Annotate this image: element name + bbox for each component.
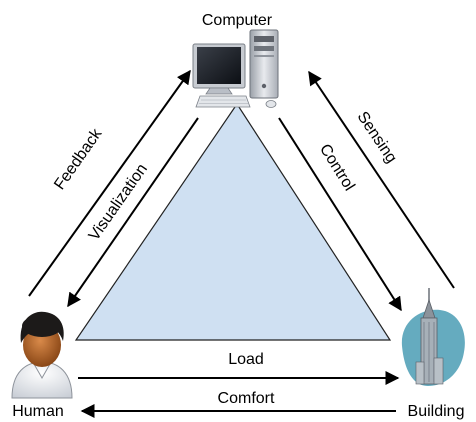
human-label: Human: [12, 403, 64, 420]
feedback-arrow: [28, 69, 191, 297]
desktop-computer-icon: [192, 29, 279, 108]
person-avatar-icon: [11, 311, 73, 399]
sensing-arrow: [308, 70, 455, 289]
central-triangle: [74, 102, 392, 341]
feedback-label: Feedback: [51, 125, 106, 193]
control-arrow: [278, 117, 402, 312]
building-label: Building: [408, 403, 465, 420]
comfort-label: Comfort: [218, 390, 275, 407]
skyscraper-icon: [401, 288, 465, 386]
load-label: Load: [228, 351, 264, 368]
visualization-arrow: [67, 117, 199, 308]
computer-label: Computer: [202, 12, 273, 29]
sensing-label: Sensing: [354, 109, 400, 166]
